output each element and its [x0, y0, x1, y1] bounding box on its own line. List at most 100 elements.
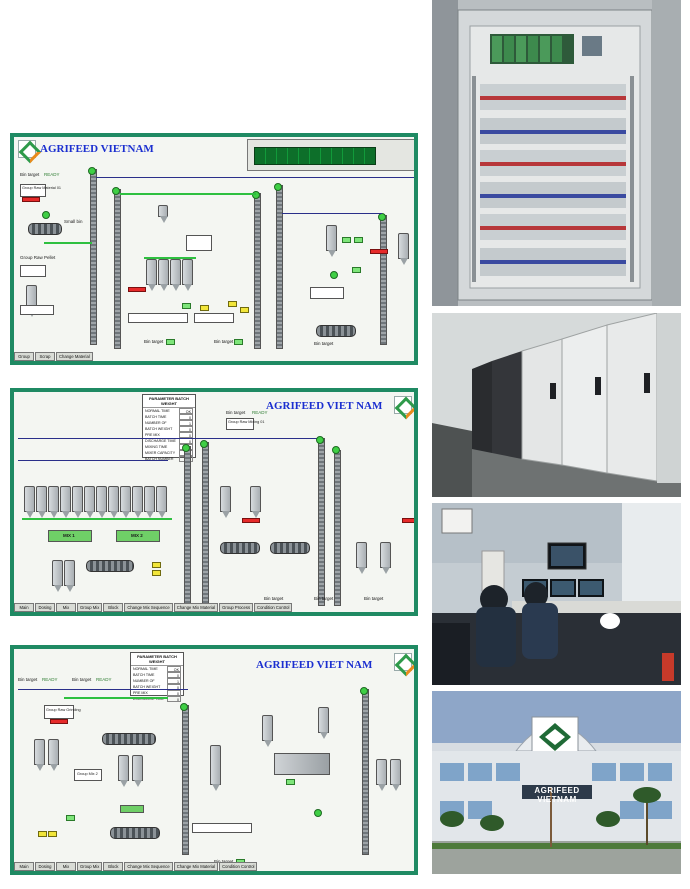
silo-icon — [158, 259, 169, 291]
motor-icon[interactable] — [252, 191, 260, 199]
scrap-button[interactable]: Scrap — [35, 352, 55, 361]
change-mix-material-button[interactable]: Change Mix Material — [173, 862, 219, 871]
value-tag — [354, 237, 363, 243]
param-key: BATCH TIME — [145, 415, 167, 419]
dosing-bin-icon — [36, 486, 47, 518]
param-value[interactable]: 0 — [167, 690, 181, 696]
panel-1-brand-title: AGRIFEED VIETNAM — [40, 143, 154, 155]
dosing-button[interactable]: Dosing — [35, 603, 55, 612]
bin-target-label: Bin target — [314, 341, 334, 346]
transport-line — [96, 177, 414, 178]
motor-icon[interactable] — [330, 271, 338, 279]
motor-icon[interactable] — [112, 187, 120, 195]
silo-icon — [34, 739, 45, 771]
change-mix-sequence-button[interactable]: Change Mix Sequence — [124, 862, 173, 871]
conveyor-box — [128, 313, 188, 323]
group-raw-grinding-box[interactable]: Group Raw Grinding — [44, 705, 81, 719]
mixer-a-label: MIX 1 — [63, 533, 75, 538]
main-button[interactable]: Main — [14, 862, 34, 871]
cabinet-room-image — [432, 313, 681, 497]
ready-label: READY — [96, 677, 112, 682]
value-tag — [66, 815, 75, 821]
mixer-b-label: MIX 2 — [131, 533, 143, 538]
alarm-indicator — [50, 719, 68, 724]
group-process-button[interactable]: Group Process — [219, 603, 254, 612]
change-material-button[interactable]: Change Material — [56, 352, 93, 361]
motor-icon[interactable] — [314, 809, 322, 817]
motor-icon[interactable] — [42, 211, 50, 219]
silo-icon — [376, 759, 387, 791]
mix-button[interactable]: Mix — [56, 862, 76, 871]
cooler-icon — [316, 325, 356, 337]
alarm-indicator — [22, 197, 40, 202]
motor-icon[interactable] — [180, 703, 188, 711]
mixer-icon — [86, 560, 134, 572]
bin-target-label: Bin target — [226, 410, 246, 415]
param-value[interactable]: 0 — [179, 414, 193, 420]
active-transport-line — [64, 697, 168, 699]
motor-icon[interactable] — [378, 213, 386, 221]
main-button[interactable]: Main — [14, 603, 34, 612]
condition-control-button[interactable]: Condition Control — [254, 603, 293, 612]
panel-2-brand-title: AGRIFEED VIET NAM — [266, 400, 383, 412]
value-tag — [152, 570, 161, 576]
elevator-2-icon — [114, 189, 121, 349]
param-value[interactable]: 0 — [179, 426, 193, 432]
param-key: BATCH TIME — [133, 673, 155, 677]
silo-icon — [326, 225, 337, 257]
group-mix-button[interactable]: Group Mix — [77, 603, 103, 612]
motor-icon[interactable] — [332, 446, 340, 454]
change-mix-sequence-button[interactable]: Change Mix Sequence — [124, 603, 173, 612]
value-tag — [286, 779, 295, 785]
param-value[interactable]: 1 — [167, 678, 181, 684]
motor-icon[interactable] — [316, 436, 324, 444]
param-key: DISCHARGE TIME — [133, 697, 164, 701]
change-mix-material-button[interactable]: Change Mix Material — [173, 603, 219, 612]
silo-icon — [250, 486, 261, 518]
param-value[interactable]: 0 — [167, 696, 181, 702]
param-row: BATCH TIME 0 — [131, 672, 183, 678]
group-raw-mixing-box[interactable]: Group Raw Mixing 01 — [226, 418, 265, 430]
motor-icon[interactable] — [182, 444, 190, 452]
motor-icon[interactable] — [200, 440, 208, 448]
param-value[interactable]: 0 — [167, 672, 181, 678]
param-value[interactable]: 0 — [179, 432, 193, 438]
bin-target-label: Bin target — [214, 859, 233, 864]
param-key: NORMAL TIME — [133, 667, 158, 671]
pellet-mill-box — [274, 753, 330, 775]
param-value[interactable]: OK — [167, 666, 181, 672]
block-button[interactable]: Block — [103, 862, 124, 871]
dosing-bin-icon — [120, 486, 131, 518]
small-bin-label: Small bin — [64, 219, 83, 224]
scada-screen-1-canvas: AGRIFEED VIETNAM Bin target READY Group … — [14, 137, 414, 361]
dosing-button[interactable]: Dosing — [35, 862, 55, 871]
motor-icon[interactable] — [274, 183, 282, 191]
silo-icon — [210, 745, 221, 791]
mix-button[interactable]: Mix — [56, 603, 76, 612]
transport-line — [18, 438, 318, 439]
group-pellet-label: Group Raw Pellet — [20, 255, 56, 260]
pellet-box[interactable] — [20, 265, 46, 277]
group-raw-material-box[interactable]: Group Raw Material 01 — [20, 184, 61, 197]
electrical-cabinet-image — [432, 0, 681, 306]
group-button[interactable]: Group — [14, 352, 34, 361]
motor-icon[interactable] — [88, 167, 96, 175]
param-value[interactable]: OK — [179, 408, 193, 414]
electrical-cabinet-photo — [432, 0, 681, 306]
cabinet-room-photo — [432, 313, 681, 497]
block-button[interactable]: Block — [103, 603, 124, 612]
group-mix-button[interactable]: Group Mix — [77, 862, 103, 871]
param-value[interactable]: 1 — [179, 420, 193, 426]
condition-control-button[interactable]: Condition Control — [219, 862, 258, 871]
parameter-title: PARAMETER BATCH WEIGHT — [143, 395, 195, 408]
group-mix-box[interactable]: Group Mix 2 — [74, 769, 102, 781]
group-mix-label: Group Mix 2 — [77, 772, 98, 776]
motor-icon[interactable] — [360, 687, 368, 695]
silo-icon — [380, 542, 391, 574]
